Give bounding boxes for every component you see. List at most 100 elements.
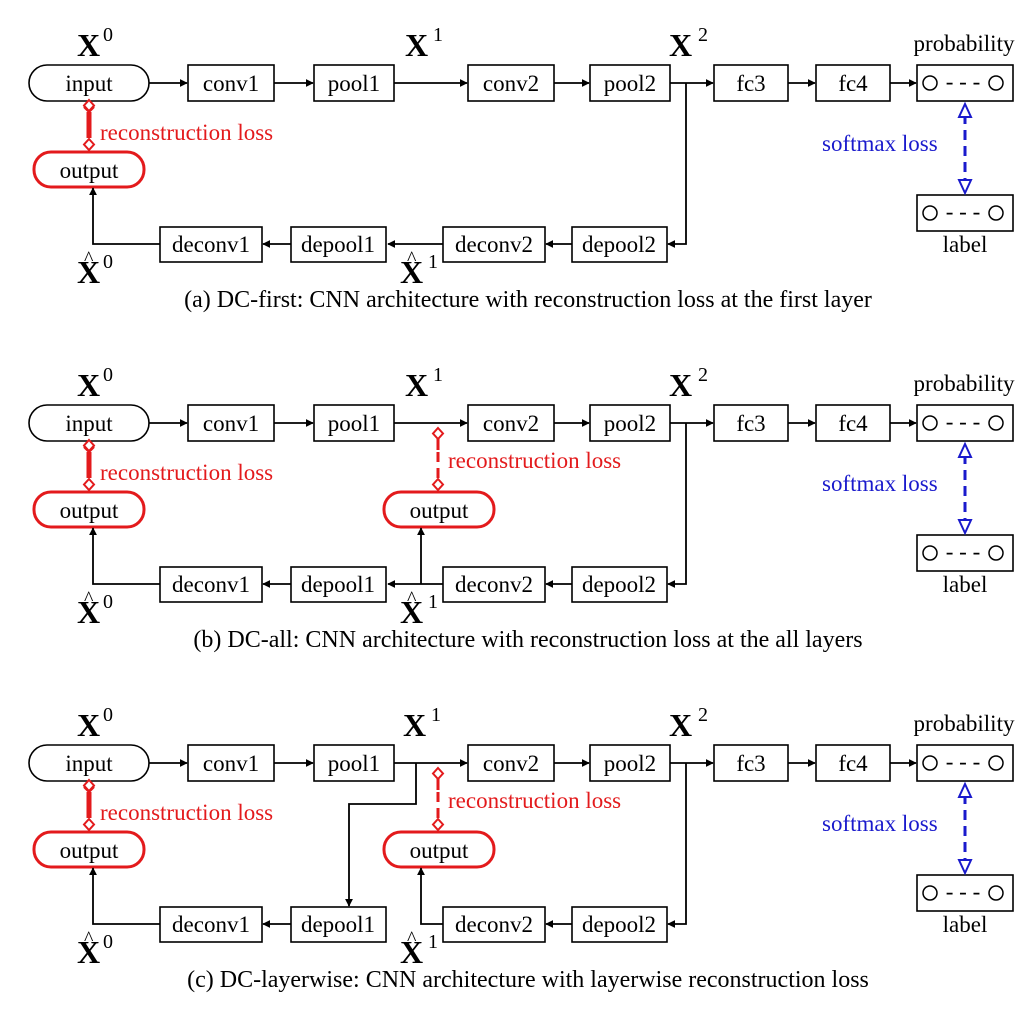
x1-superscript: 1 (433, 364, 443, 386)
x0hat-hat: ^ (84, 248, 94, 270)
x0-variable: X (77, 367, 100, 403)
label-title: label (943, 572, 988, 597)
x1hat-superscript: 1 (428, 251, 438, 273)
x2-superscript: 2 (698, 364, 708, 386)
x0hat-hat: ^ (84, 928, 94, 950)
reconstruction-loss-label-2: reconstruction loss (448, 788, 621, 813)
reconstruction-loss-label-2: reconstruction loss (448, 448, 621, 473)
caption-a: (a) DC-first: CNN architecture with reco… (184, 287, 872, 313)
label-title: label (943, 912, 988, 937)
output-label: output (60, 498, 119, 523)
reconstruction-loss-label: reconstruction loss (100, 460, 273, 485)
label-title: label (943, 232, 988, 257)
reconstruction-loss-label: reconstruction loss (100, 800, 273, 825)
probability-dashes: - - - (946, 749, 980, 774)
x1hat-variable: X (400, 594, 423, 630)
softmax-loss-label: softmax loss (822, 471, 938, 496)
caption-c: (c) DC-layerwise: CNN architecture with … (187, 967, 869, 993)
panel-c: input conv1 pool1 conv2 pool2 fc3 fc4 - … (29, 704, 1015, 993)
depool1-label: depool1 (301, 232, 375, 257)
probability-title: probability (914, 371, 1015, 396)
panel-b: input conv1 pool1 conv2 pool2 fc3 fc4 - … (29, 364, 1015, 653)
depool1-label: depool1 (301, 912, 375, 937)
conv1-label: conv1 (203, 411, 259, 436)
label-dashes: - - - (946, 199, 980, 224)
x0hat-superscript: 0 (103, 931, 113, 953)
pool1-label: pool1 (328, 411, 380, 436)
output-label: output (60, 838, 119, 863)
x2-variable: X (669, 707, 692, 743)
fc3-label: fc3 (736, 71, 765, 96)
softmax-loss-label: softmax loss (822, 811, 938, 836)
pool2-label: pool2 (604, 71, 656, 96)
conv1-label: conv1 (203, 71, 259, 96)
output-label-2: output (410, 838, 469, 863)
x1hat-hat: ^ (407, 928, 417, 950)
x2-variable: X (669, 27, 692, 63)
input-label: input (65, 71, 113, 96)
pool1-label: pool1 (328, 751, 380, 776)
x2-superscript: 2 (698, 24, 708, 46)
x1hat-hat: ^ (407, 588, 417, 610)
probability-dashes: - - - (946, 69, 980, 94)
output-label: output (60, 158, 119, 183)
fc4-label: fc4 (838, 411, 868, 436)
x1-variable: X (403, 707, 426, 743)
softmax-loss-label: softmax loss (822, 131, 938, 156)
fc4-label: fc4 (838, 71, 868, 96)
x1-variable: X (405, 367, 428, 403)
probability-dashes: - - - (946, 409, 980, 434)
x1hat-variable: X (400, 254, 423, 290)
x0-superscript: 0 (103, 704, 113, 726)
conv1-label: conv1 (203, 751, 259, 776)
x0-superscript: 0 (103, 364, 113, 386)
depool2-label: depool2 (582, 572, 656, 597)
input-label: input (65, 751, 113, 776)
x1hat-hat: ^ (407, 248, 417, 270)
panel-a: input conv1 pool1 conv2 pool2 fc3 fc4 - … (29, 24, 1015, 313)
x0hat-superscript: 0 (103, 251, 113, 273)
x0hat-variable: X (77, 594, 100, 630)
output-box-2 (382, 490, 496, 529)
x1-variable: X (405, 27, 428, 63)
x1hat-superscript: 1 (428, 931, 438, 953)
output-box-2 (382, 830, 496, 869)
input-label: input (65, 411, 113, 436)
depool1-label: depool1 (301, 572, 375, 597)
x0hat-hat: ^ (84, 588, 94, 610)
x1-superscript: 1 (431, 704, 441, 726)
fc3-label: fc3 (736, 751, 765, 776)
output-label-2: output (410, 498, 469, 523)
x1-superscript: 1 (433, 24, 443, 46)
pool1-label: pool1 (328, 71, 380, 96)
pool2-label: pool2 (604, 411, 656, 436)
x0-superscript: 0 (103, 24, 113, 46)
x2-superscript: 2 (698, 704, 708, 726)
deconv1-label: deconv1 (172, 232, 250, 257)
caption-b: (b) DC-all: CNN architecture with recons… (193, 627, 862, 653)
x1hat-superscript: 1 (428, 591, 438, 613)
reconstruction-loss-label: reconstruction loss (100, 120, 273, 145)
deconv2-label: deconv2 (455, 912, 533, 937)
fc4-label: fc4 (838, 751, 868, 776)
label-dashes: - - - (946, 879, 980, 904)
deconv2-label: deconv2 (455, 232, 533, 257)
x0-variable: X (77, 27, 100, 63)
x2-variable: X (669, 367, 692, 403)
deconv1-label: deconv1 (172, 912, 250, 937)
conv2-label: conv2 (483, 411, 539, 436)
depool2-label: depool2 (582, 232, 656, 257)
x0hat-superscript: 0 (103, 591, 113, 613)
deconv1-label: deconv1 (172, 572, 250, 597)
x0hat-variable: X (77, 254, 100, 290)
x0hat-variable: X (77, 934, 100, 970)
conv2-label: conv2 (483, 751, 539, 776)
depool2-label: depool2 (582, 912, 656, 937)
x1hat-variable: X (400, 934, 423, 970)
label-dashes: - - - (946, 539, 980, 564)
probability-title: probability (914, 711, 1015, 736)
pool2-label: pool2 (604, 751, 656, 776)
fc3-label: fc3 (736, 411, 765, 436)
deconv2-label: deconv2 (455, 572, 533, 597)
